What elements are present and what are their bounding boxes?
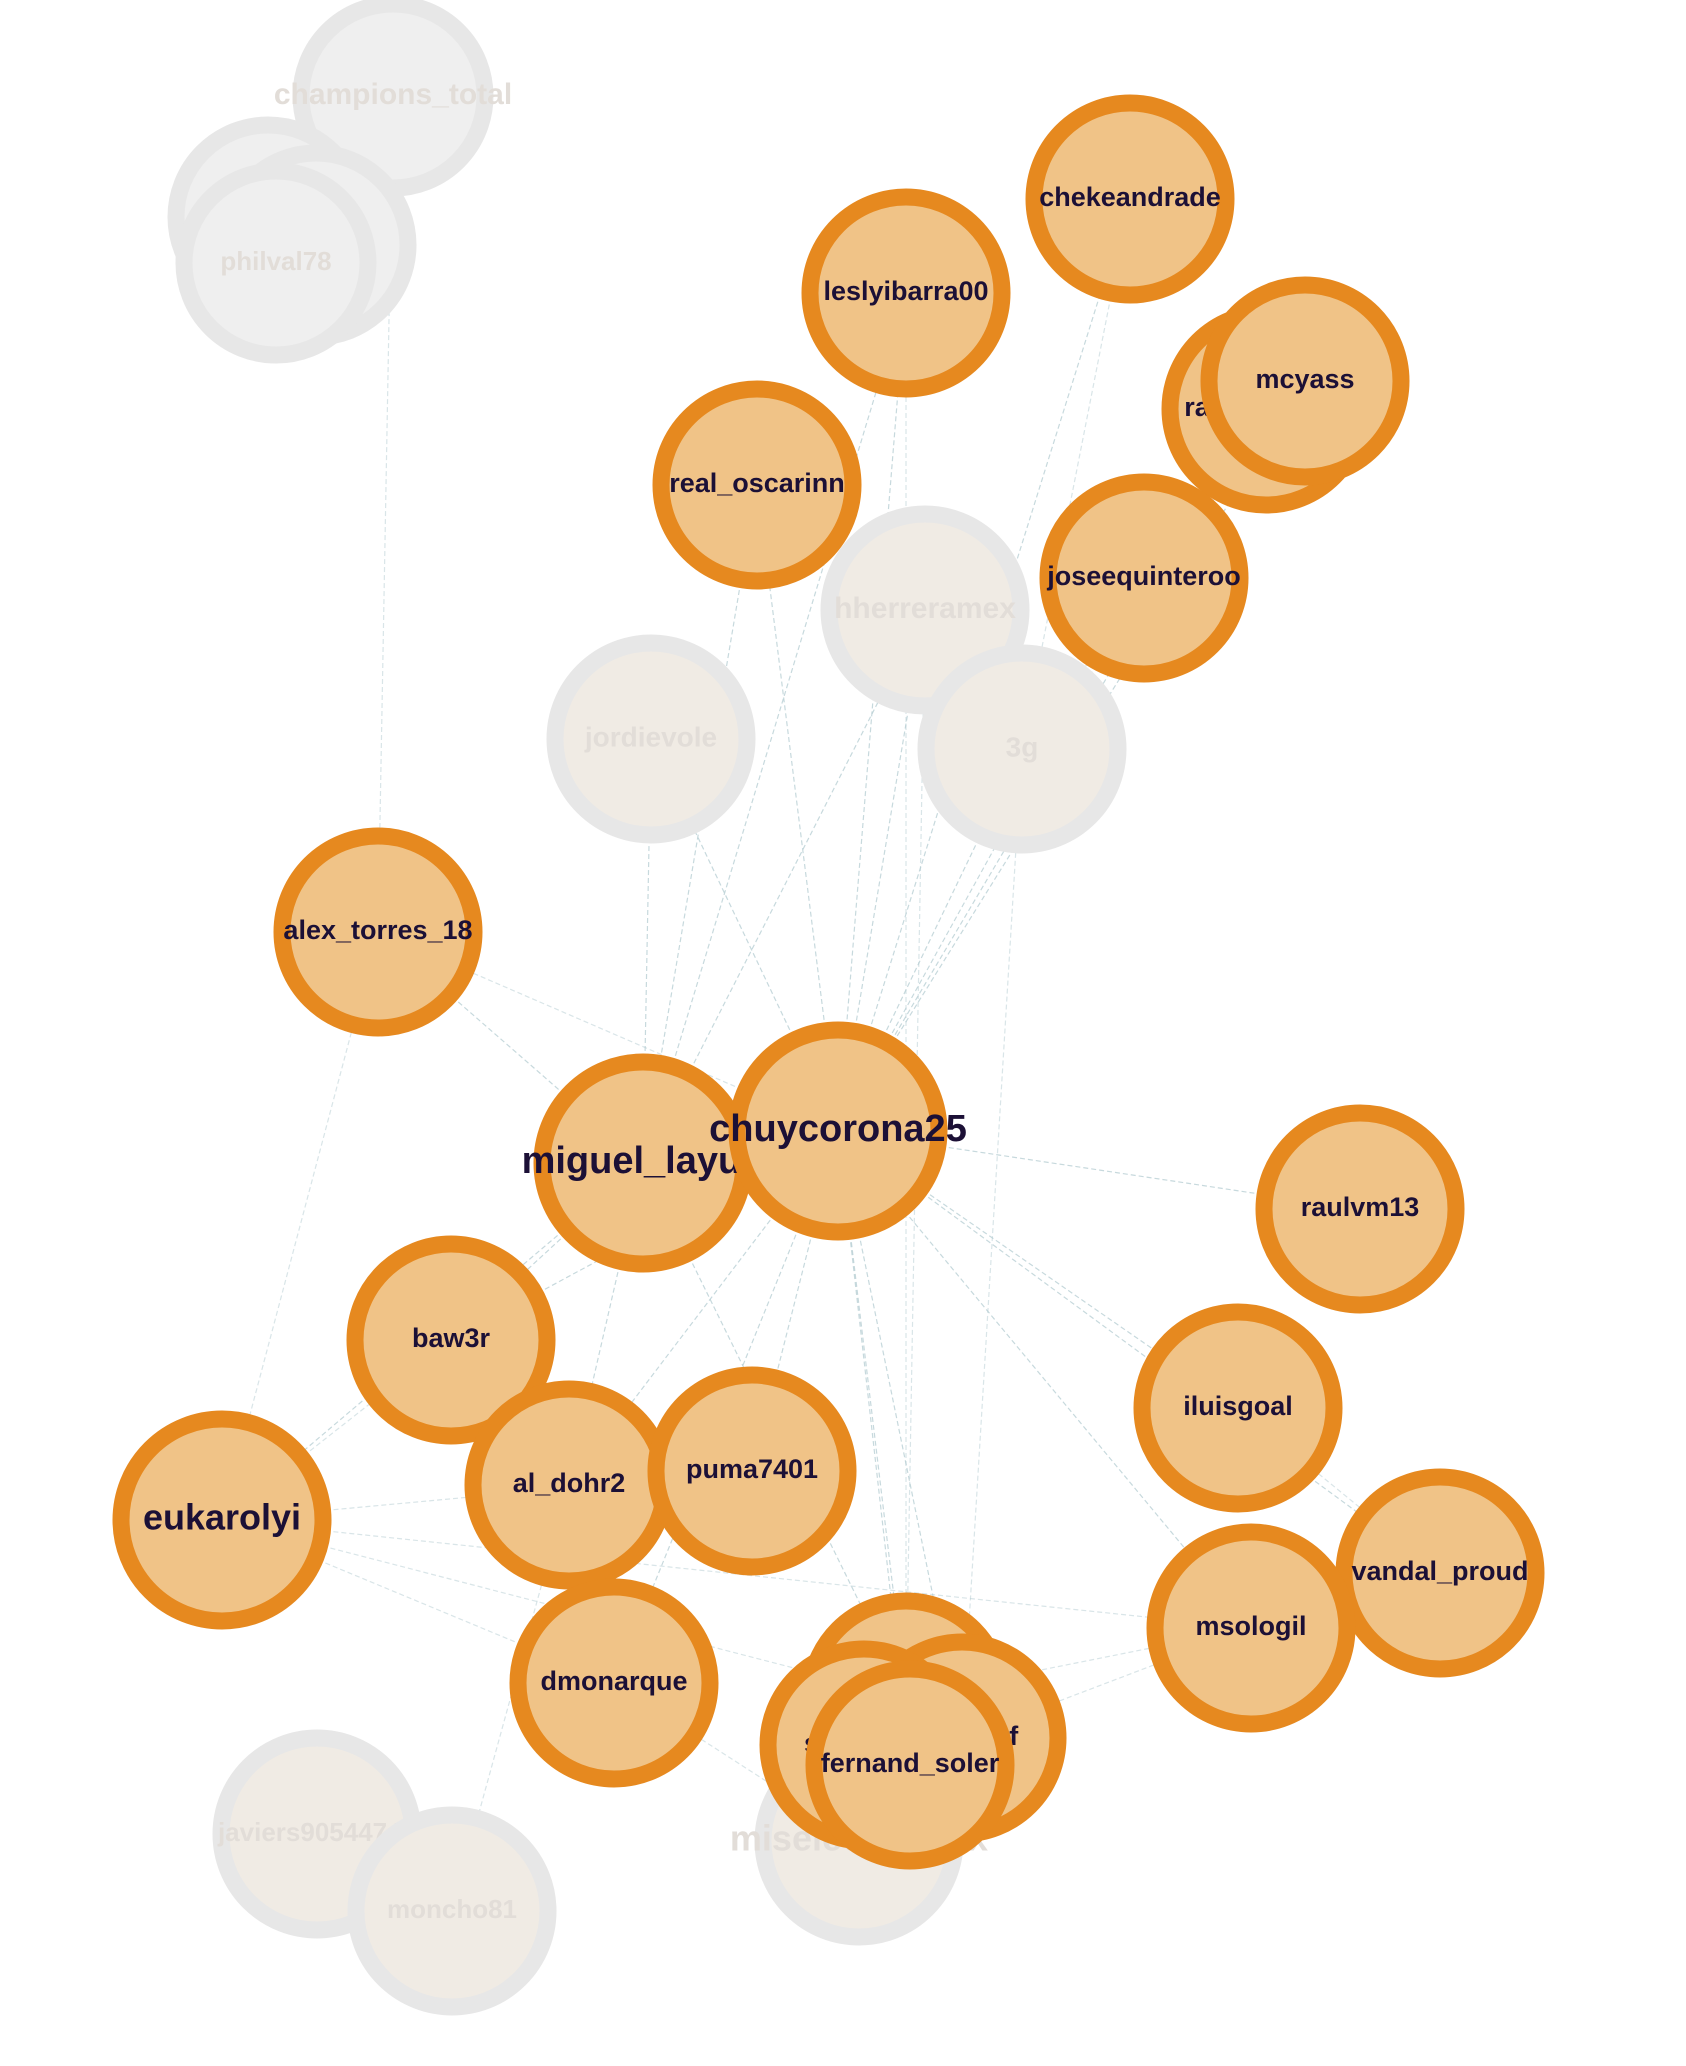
node-circle[interactable] [175, 162, 377, 364]
node-eukarolyi[interactable]: eukarolyi [112, 1410, 332, 1630]
node-joseequinteroo[interactable]: joseequinteroo [1039, 473, 1249, 683]
node-label: jordievole [584, 721, 717, 752]
node-label: iluisgoal [1183, 1391, 1293, 1421]
node-label: philval78 [220, 246, 331, 276]
node-label: raulvm13 [1301, 1192, 1420, 1222]
node-circle[interactable] [112, 1410, 332, 1630]
node-puma7401[interactable]: puma7401 [647, 1366, 857, 1576]
edge-chuycorona25-vandal_proud [837, 1130, 1441, 1574]
node-vandal_proud[interactable]: vandal_proud [1335, 1468, 1545, 1678]
edge-3g-korsacof [961, 748, 1023, 1739]
node-moncho81[interactable]: moncho81 [347, 1806, 557, 2016]
nodes-layer: champions_totalhugovd4joserlgphilval78hh… [112, 0, 1545, 2016]
node-circle[interactable] [652, 380, 862, 590]
node-label: puma7401 [686, 1454, 818, 1484]
node-circle[interactable] [346, 1235, 556, 1445]
node-label: miguel_layun [522, 1140, 765, 1182]
edge-miguel_layun-real_oscarinn [642, 484, 758, 1164]
node-label: vandal_proud [1351, 1556, 1528, 1586]
node-baw3r[interactable]: baw3r [346, 1235, 556, 1445]
node-label: chekeandrade [1039, 182, 1221, 212]
node-label: alex_torres_18 [283, 915, 472, 945]
node-circle[interactable] [1039, 473, 1249, 683]
node-label: eukarolyi [143, 1497, 301, 1538]
edge-eukarolyi-msologil [221, 1519, 1252, 1629]
node-label: dmonarque [540, 1666, 687, 1696]
node-circle[interactable] [1133, 1303, 1343, 1513]
node-chekeandrade[interactable]: chekeandrade [1025, 94, 1235, 304]
node-label: al_dohr2 [513, 1468, 626, 1498]
node-circle[interactable] [1146, 1523, 1356, 1733]
node-circle[interactable] [805, 1660, 1015, 1870]
node-al_dohr2[interactable]: al_dohr2 [464, 1380, 674, 1590]
node-circle[interactable] [917, 644, 1127, 854]
node-label: 3g [1006, 731, 1039, 762]
node-circle[interactable] [801, 188, 1011, 398]
node-label: champions_total [274, 78, 512, 111]
node-champions_total[interactable]: champions_total [274, 0, 512, 197]
node-circle[interactable] [546, 634, 756, 844]
node-label: fernand_soler [821, 1748, 1000, 1778]
node-circle[interactable] [509, 1578, 719, 1788]
node-chuycorona25[interactable]: chuycorona25 [709, 1021, 967, 1241]
node-label: joseequinteroo [1046, 561, 1241, 591]
node-philval78[interactable]: philval78 [175, 162, 377, 364]
node-jordievole[interactable]: jordievole [546, 634, 756, 844]
node-alex_torres_18[interactable]: alex_torres_18 [273, 827, 483, 1037]
node-label: mcyass [1255, 364, 1354, 394]
node-label: leslyibarra00 [823, 276, 988, 306]
edge-chuycorona25-leslyibarra00 [837, 292, 907, 1132]
node-msologil[interactable]: msologil [1146, 1523, 1356, 1733]
node-circle[interactable] [1025, 94, 1235, 304]
node-circle[interactable] [647, 1366, 857, 1576]
node-circle[interactable] [1335, 1468, 1545, 1678]
node-label: baw3r [412, 1323, 491, 1353]
node-label: hherreramex [834, 592, 1016, 625]
edge-hherreramex-luisgomez33 [905, 609, 926, 1698]
node-fernand_soler[interactable]: fernand_soler [805, 1660, 1015, 1870]
node-3g[interactable]: 3g [917, 644, 1127, 854]
node-miguel_layun[interactable]: miguel_layun [522, 1053, 765, 1273]
node-circle[interactable] [1200, 276, 1410, 486]
node-dmonarque[interactable]: dmonarque [509, 1578, 719, 1788]
node-iluisgoal[interactable]: iluisgoal [1133, 1303, 1343, 1513]
node-label: chuycorona25 [709, 1108, 967, 1150]
node-label: moncho81 [387, 1894, 517, 1924]
node-circle[interactable] [1255, 1104, 1465, 1314]
node-label: real_oscarinn [669, 468, 845, 498]
node-real_oscarinn[interactable]: real_oscarinn [652, 380, 862, 590]
node-circle[interactable] [728, 1021, 948, 1241]
node-label: msologil [1195, 1611, 1306, 1641]
node-leslyibarra00[interactable]: leslyibarra00 [801, 188, 1011, 398]
node-mcyass[interactable]: mcyass [1200, 276, 1410, 486]
node-circle[interactable] [273, 827, 483, 1037]
node-raulvm13[interactable]: raulvm13 [1255, 1104, 1465, 1314]
node-circle[interactable] [347, 1806, 557, 2016]
